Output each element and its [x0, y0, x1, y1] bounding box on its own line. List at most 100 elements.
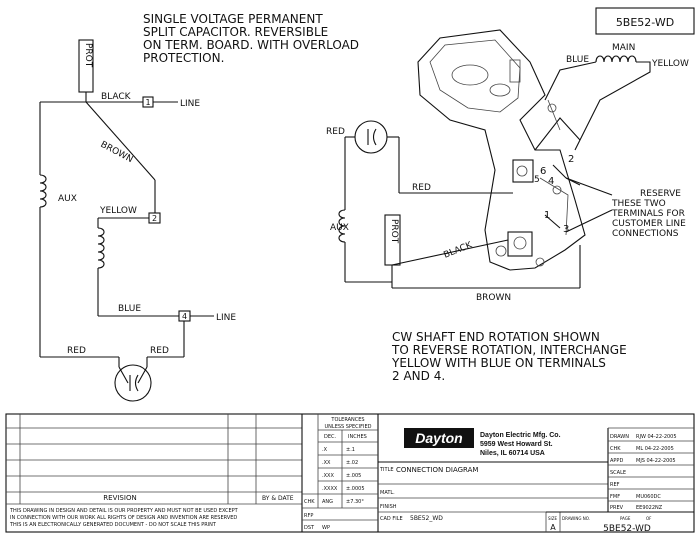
- approvals-table: DRAWN RJW 04-22-2005 CHK ML 04-22-2005 A…: [608, 434, 694, 511]
- svg-text:1: 1: [145, 98, 150, 107]
- company-name: Dayton Electric Mfg. Co.: [480, 432, 561, 439]
- svg-text:FINISH: FINISH: [380, 504, 397, 510]
- svg-text:.X: .X: [322, 447, 328, 453]
- left-line-1-label: LINE: [180, 99, 200, 109]
- svg-text:TOLERANCES: TOLERANCES: [330, 417, 364, 423]
- svg-text:±7.30°: ±7.30°: [346, 499, 364, 505]
- left-yellow-label: YELLOW: [99, 206, 137, 216]
- svg-text:SCALE: SCALE: [610, 470, 626, 476]
- right-red-label: RED: [412, 183, 431, 193]
- main-winding-right: [595, 55, 637, 63]
- right-blue-label: BLUE: [566, 55, 589, 65]
- by-date-header: BY & DATE: [262, 495, 294, 502]
- left-red-2-label: RED: [150, 346, 169, 356]
- svg-text:CHK: CHK: [304, 499, 315, 505]
- left-schematic: PROT 1 BLACK LINE BROWN AUX 2 YELLOW BLU…: [39, 39, 236, 402]
- revision-header: REVISION: [103, 494, 136, 502]
- aux-winding-right: [338, 209, 346, 243]
- board-term-6: 6: [540, 166, 546, 177]
- svg-text:CUSTOMER LINE: CUSTOMER LINE: [612, 219, 686, 229]
- svg-text:±.1: ±.1: [346, 447, 355, 453]
- left-prot-label: PROT: [83, 43, 93, 68]
- svg-text:APPD: APPD: [610, 458, 623, 464]
- svg-text:.XXXX: .XXXX: [322, 486, 338, 492]
- right-black-label: BLACK: [442, 240, 474, 261]
- capacitor-left: [114, 364, 152, 402]
- left-red-1-label: RED: [67, 346, 86, 356]
- svg-text:RESERVE: RESERVE: [640, 189, 681, 199]
- svg-text:TITLE: TITLE: [379, 467, 394, 473]
- company-street: 5959 West Howard St.: [480, 441, 553, 448]
- svg-text:TERMINALS FOR: TERMINALS FOR: [611, 209, 685, 219]
- svg-text:FMF: FMF: [610, 494, 620, 500]
- right-aux-label: AUX: [330, 223, 349, 233]
- right-brown-label: BROWN: [476, 293, 511, 303]
- svg-text:5BE52_WD: 5BE52_WD: [410, 515, 443, 522]
- svg-text:.XX: .XX: [322, 460, 331, 466]
- svg-text:DST: DST: [304, 525, 315, 531]
- motor-description: SINGLE VOLTAGE PERMANENT SPLIT CAPACITOR…: [143, 12, 359, 65]
- rotation-note: CW SHAFT END ROTATION SHOWN TO REVERSE R…: [391, 330, 627, 383]
- svg-text:±.0005: ±.0005: [346, 486, 365, 492]
- description-line-1: SINGLE VOLTAGE PERMANENT: [143, 12, 323, 26]
- svg-text:.XXX: .XXX: [322, 473, 334, 479]
- svg-text:RJW 04-22-2005: RJW 04-22-2005: [636, 434, 677, 440]
- legal-line-1: THIS DRAWING IN DESIGN AND DETAIL IS OUR…: [9, 508, 239, 514]
- svg-text:MATL.: MATL.: [380, 490, 395, 496]
- terminal-board: [417, 29, 586, 271]
- svg-text:UNLESS SPECIFIED: UNLESS SPECIFIED: [325, 424, 372, 430]
- svg-text:DRAWING NO.: DRAWING NO.: [562, 516, 590, 521]
- description-line-2: SPLIT CAPACITOR. REVERSIBLE: [143, 25, 328, 39]
- description-line-3: ON TERM. BOARD. WITH OVERLOAD: [143, 38, 359, 52]
- left-line-2-label: LINE: [216, 313, 236, 323]
- drawing-number-top: 5BE52-WD: [616, 16, 674, 29]
- svg-text:CONNECTIONS: CONNECTIONS: [612, 229, 679, 239]
- legal-line-3: THIS IS AN ELECTRONICALLY GENERATED DOCU…: [9, 522, 217, 528]
- description-line-4: PROTECTION.: [143, 51, 224, 65]
- board-term-3: 3: [563, 224, 569, 235]
- drawing-number-box: 5BE52-WD: [595, 7, 695, 35]
- svg-text:REF: REF: [610, 482, 620, 488]
- company-city: Niles, IL 60714 USA: [480, 450, 545, 457]
- svg-text:PREV: PREV: [610, 505, 624, 511]
- svg-text:CAD FILE: CAD FILE: [380, 516, 403, 522]
- svg-text:OF: OF: [646, 516, 652, 521]
- drawing-number-bottom: 5BE52-WD: [603, 524, 651, 534]
- board-term-2: 2: [568, 154, 574, 165]
- left-brown-label: BROWN: [99, 140, 135, 165]
- svg-text:4: 4: [182, 312, 187, 321]
- svg-text:THESE TWO: THESE TWO: [611, 199, 666, 209]
- left-black-label: BLACK: [101, 92, 132, 102]
- aux-winding-left: [39, 174, 47, 208]
- reserve-terminals-note: RESERVE THESE TWO TERMINALS FOR CUSTOMER…: [611, 189, 686, 239]
- svg-text:CHK: CHK: [610, 446, 621, 452]
- svg-text:DEC.: DEC.: [324, 434, 337, 440]
- left-aux-label: AUX: [58, 194, 77, 204]
- right-main-label: MAIN: [612, 43, 635, 53]
- svg-text:SIZE: SIZE: [548, 516, 557, 521]
- svg-text:DRAWN: DRAWN: [610, 434, 629, 440]
- svg-text:2: 2: [152, 214, 157, 223]
- title-block: REVISION BY & DATE THIS DRAWING IN DESIG…: [5, 413, 695, 534]
- svg-text:±.005: ±.005: [346, 473, 361, 479]
- svg-text:Dayton: Dayton: [415, 430, 462, 446]
- board-term-4: 4: [548, 176, 554, 187]
- terminal-block-upper: [512, 159, 534, 183]
- svg-text:WP: WP: [322, 525, 330, 531]
- right-yellow-label: YELLOW: [651, 59, 689, 69]
- svg-text:ANG: ANG: [322, 499, 333, 505]
- right-schematic: 2 1 3 4 6 5 MAIN BLUE YELLOW RED AUX RED…: [326, 29, 689, 303]
- terminal-block-lower: [507, 231, 533, 257]
- svg-text:RFP: RFP: [304, 513, 313, 519]
- board-term-1: 1: [544, 210, 550, 221]
- svg-text:CW SHAFT END ROTATION SHOWN: CW SHAFT END ROTATION SHOWN: [392, 330, 600, 344]
- dayton-logo: [404, 428, 474, 448]
- svg-text:TO REVERSE ROTATION, INTERCHAN: TO REVERSE ROTATION, INTERCHANGE: [391, 343, 627, 357]
- capacitor-right: [354, 120, 388, 154]
- right-prot-label: PROT: [389, 219, 399, 244]
- main-winding-left: [97, 227, 105, 269]
- svg-text:2 AND 4.: 2 AND 4.: [392, 369, 445, 383]
- svg-text:YELLOW WITH BLUE ON TERMINALS: YELLOW WITH BLUE ON TERMINALS: [391, 356, 606, 370]
- svg-text:ML 04-22-2005: ML 04-22-2005: [636, 446, 674, 452]
